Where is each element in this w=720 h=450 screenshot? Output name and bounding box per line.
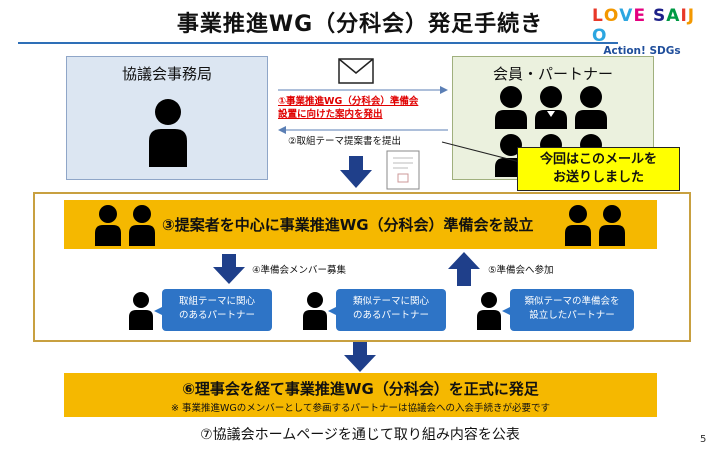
step5-text: ⑤準備会へ参加	[488, 265, 554, 276]
step1-line1: ①事業推進WG（分科会）準備会	[278, 96, 419, 107]
bubble-pointer	[154, 306, 164, 316]
recruit-down-arrow	[213, 254, 245, 284]
step1-text: ①事業推進WG（分科会）準備会 設置に向けた案内を発出	[278, 95, 450, 121]
bubble3-line2: 設立したパートナー	[529, 310, 615, 321]
bubble-pointer	[502, 306, 512, 316]
logo-letter: L	[592, 6, 604, 26]
person-icon	[149, 99, 187, 167]
bubble3-line1: 類似テーマの準備会を	[524, 296, 620, 307]
bubble2-line2: のあるパートナー	[352, 310, 429, 321]
love-saijo-logo: LOVE SAIJ O Action! SDGs	[592, 6, 710, 57]
partner-icon	[129, 292, 153, 330]
logo-letter: I	[680, 6, 688, 26]
step4-text: ④準備会メンバー募集	[252, 265, 347, 276]
office-box: 協議会事務局	[66, 56, 268, 180]
step3-text: ③提案者を中心に事業推進WG（分科会）準備会を設立	[162, 216, 534, 234]
logo-tagline: Action! SDGs	[603, 45, 681, 57]
partner-icon	[303, 292, 327, 330]
title-underline	[18, 42, 618, 44]
logo-letter: O	[592, 26, 608, 46]
step6-bar: ⑥理事会を経て事業推進WG（分科会）を正式に発足 ※ 事業推進WGのメンバーとし…	[64, 373, 657, 417]
proposer-pair-icon	[95, 205, 155, 246]
logo-wordmark: LOVE SAIJ O	[592, 6, 710, 46]
callout-line2: お送りしました	[552, 170, 644, 185]
send-arrow	[278, 86, 448, 94]
step7-text: ⑦協議会ホームページを通じて取り組み内容を公表	[200, 427, 520, 443]
partner-bubble-1: 取組テーマに関心 のあるパートナー	[162, 289, 272, 331]
logo-letter: A	[666, 6, 681, 26]
logo-letter: S	[653, 6, 667, 26]
return-arrow	[278, 126, 448, 134]
proposer-pair-right-icon	[565, 205, 625, 246]
partner-icon	[477, 292, 501, 330]
callout-line1: 今回はこのメールを	[539, 152, 657, 167]
logo-letter: J	[687, 6, 696, 26]
document-icon	[386, 150, 420, 190]
down-arrow-icon	[340, 156, 372, 188]
members-label: 会員・パートナー	[492, 65, 613, 83]
logo-letter	[646, 6, 653, 26]
bubble-pointer	[328, 306, 338, 316]
step6-note: ※ 事業推進WGのメンバーとして参画するパートナーは協議会への入会手続きが必要で…	[171, 403, 550, 414]
bubble2-line1: 類似テーマに関心	[352, 296, 429, 307]
down-arrow-icon	[344, 342, 376, 372]
bubble1-line2: のあるパートナー	[178, 310, 255, 321]
step6-text: ⑥理事会を経て事業推進WG（分科会）を正式に発足	[182, 380, 539, 398]
bubble1-line1: 取組テーマに関心	[178, 296, 255, 307]
callout-note: 今回はこのメールを お送りしました	[517, 147, 680, 191]
logo-letter: V	[619, 6, 634, 26]
office-label: 協議会事務局	[121, 65, 212, 83]
join-up-arrow	[448, 252, 480, 286]
page-title: 事業推進WG（分科会）発足手続き	[176, 12, 544, 37]
envelope-icon	[338, 58, 374, 84]
partner-bubble-3: 類似テーマの準備会を 設立したパートナー	[510, 289, 634, 331]
step2-text: ②取組テーマ提案書を提出	[288, 136, 402, 147]
preparation-frame	[33, 192, 691, 342]
step1-line2: 設置に向けた案内を発出	[278, 109, 383, 120]
logo-letter: E	[633, 6, 647, 26]
page-number: 5	[700, 434, 707, 445]
logo-letter: O	[603, 6, 620, 26]
partner-bubble-2: 類似テーマに関心 のあるパートナー	[336, 289, 446, 331]
step3-bar: ③提案者を中心に事業推進WG（分科会）準備会を設立	[64, 200, 657, 249]
callout-pointer	[441, 141, 521, 163]
